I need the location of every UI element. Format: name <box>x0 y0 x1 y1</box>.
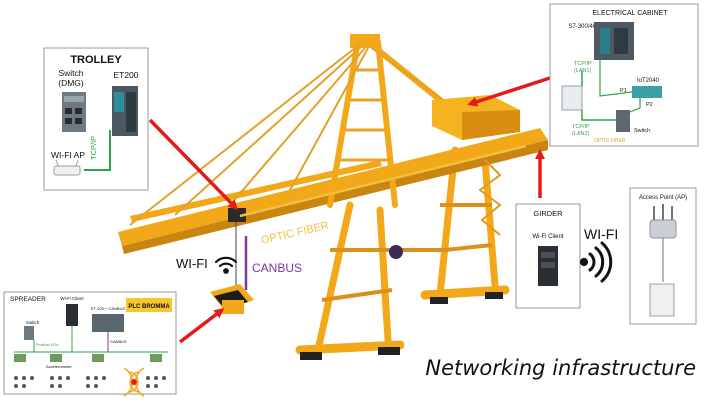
wifi-right-label: WI-FI <box>584 226 618 242</box>
switch-icon <box>616 110 630 132</box>
trolley-et-label: ET200 <box>113 70 138 80</box>
diagram-caption: Networking infrastructure <box>425 356 696 380</box>
cabinet-iot-label: IoT2040 <box>637 78 660 84</box>
cabinet-switch-label: Switch <box>634 128 650 134</box>
wifi-icon <box>214 256 238 274</box>
spreader-profinet-label: Profinet I/Os <box>36 342 58 347</box>
router-icon <box>53 159 81 176</box>
wifi-icon <box>579 241 613 283</box>
access-point-panel: Access Point (AP) <box>629 187 697 325</box>
cabinet-tcpip-lan1: TCP/IP <box>574 61 592 67</box>
cabinet-tcpip-lan2: TCP/IP <box>572 124 590 130</box>
wifi-left-label: WI-FI <box>176 256 208 271</box>
trolley-link-label: TCP/IP <box>89 136 98 160</box>
arrow-cabinet <box>467 76 551 107</box>
spreader-icon <box>210 284 254 314</box>
trolley-wifi-ap-label: WI-FI AP <box>51 150 85 160</box>
optic-fiber-label: OPTIC FIBER <box>260 220 330 247</box>
spreader-accel-label: Accelerometer <box>46 364 72 369</box>
plc-icon <box>112 86 138 136</box>
girder-client-label: Wi-Fi Client <box>533 234 564 240</box>
cabinet-lan1: (LAN1) <box>574 68 592 74</box>
plc-icon <box>594 22 634 60</box>
spreader-title: SPREADER <box>10 296 46 303</box>
trolley-switch-label: Switch <box>58 68 83 78</box>
girder-panel: GIRDER Wi-Fi Client <box>515 203 581 309</box>
cabinet-optic-label: OPTIC FIBER <box>594 138 626 144</box>
trolley-switch-sub: (DMG) <box>58 78 84 88</box>
spreader-plc-badge: PLC BROMMA <box>128 304 170 310</box>
cabinet-p1: P1 <box>620 88 627 94</box>
cabinet-title: ELECTRICAL CABINET <box>592 10 668 17</box>
trolley-panel: TROLLEY Switch (DMG) ET200 WI-FI AP TCP/… <box>43 47 149 191</box>
access-point-title: Access Point (AP) <box>639 195 687 201</box>
spreader-panel: SPREADER PLC BROMMA Wi-Fi Client ET 200 … <box>3 291 177 397</box>
spreader-switch-label: Switch <box>26 320 40 325</box>
server-icon <box>561 85 583 111</box>
girder-title: GIRDER <box>533 209 563 218</box>
trolley-title: TROLLEY <box>70 54 122 66</box>
cabinet-plc-label: S7-300/400 <box>568 24 600 30</box>
spreader-et-label: ET 200 + CANBUS <box>91 306 125 311</box>
cabinet-lan2: (LAN2) <box>572 131 590 137</box>
canbus-label: CANBUS <box>252 261 302 275</box>
access-point-icon <box>649 204 677 239</box>
switch-icon <box>62 92 86 132</box>
arrow-trolley <box>148 118 239 211</box>
server-icon <box>649 283 675 317</box>
switch-icon <box>538 246 558 286</box>
cabinet-p2: P2 <box>646 102 653 108</box>
cabinet-panel: ELECTRICAL CABINET S7-300/400 TCP/IP (LA… <box>549 3 699 147</box>
arrow-spreader <box>178 308 225 344</box>
crane-illustration <box>118 34 548 360</box>
spreader-wifi-client: Wi-Fi Client <box>60 296 84 301</box>
spreader-canbus-label: CANBUS <box>110 339 127 344</box>
connection-arrows <box>148 76 551 344</box>
